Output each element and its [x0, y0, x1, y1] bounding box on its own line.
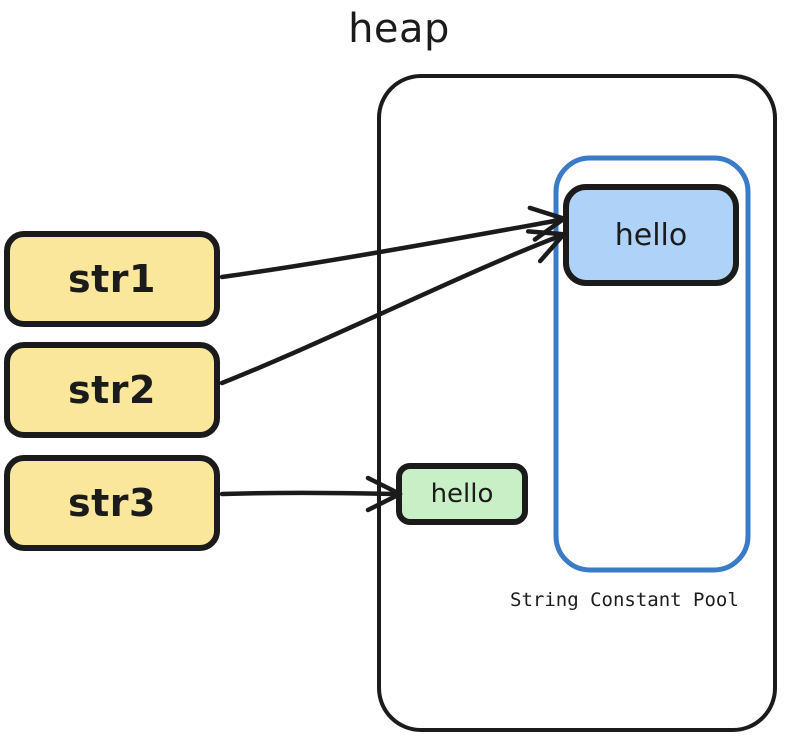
- variable-box-str3[interactable]: [4, 455, 220, 551]
- variable-box-str1[interactable]: [4, 231, 220, 327]
- arrow-str2-to-pooled-hello: [219, 219, 570, 386]
- page-title: heap: [348, 6, 450, 52]
- string-constant-pool-caption: String Constant Pool: [510, 589, 739, 611]
- arrow-str1-to-pooled-hello: [219, 203, 566, 280]
- arrow-str3-to-heap-hello: [219, 478, 400, 510]
- heap-string-box-hello[interactable]: [396, 463, 528, 525]
- variable-box-str2[interactable]: [4, 342, 220, 438]
- pooled-string-box-hello[interactable]: [563, 184, 739, 286]
